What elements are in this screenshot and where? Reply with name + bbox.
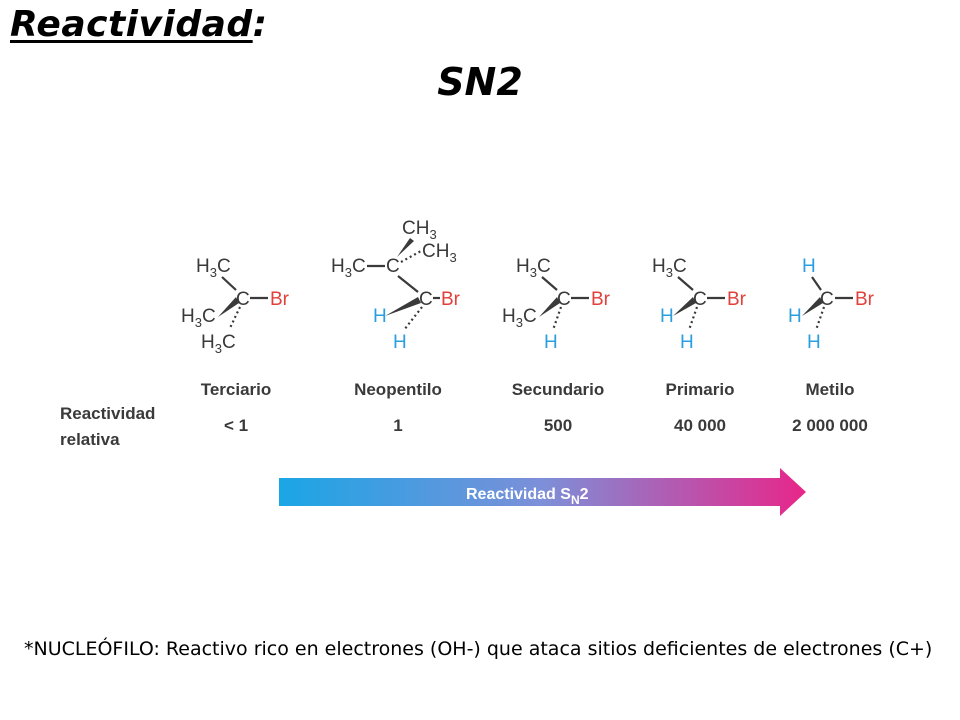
atom-h3c-left: H3C [502,306,537,330]
atom-h-left: H [788,306,802,327]
neopentyl-structure: CH3 CH3 H3C C C Br H H [331,218,461,353]
title-colon: : [252,4,268,45]
slide-subtitle: SN2 [437,60,523,104]
primary-structure: H3C C Br H H [652,256,747,353]
value-secundario: 500 [544,416,572,435]
atom-h3c-top: H3C [652,256,687,280]
substrate-labels: Terciario Neopentilo Secundario Primario… [201,380,868,435]
name-metilo: Metilo [805,380,854,399]
atom-br: Br [855,289,875,310]
arrow-label: Reactividad SN2 [466,486,589,507]
title-text: Reactividad [10,4,253,45]
atom-h-bottom: H [393,332,407,353]
atom-h3c-top: H3C [196,256,231,280]
relative-label-line1: Reactividad [60,404,155,423]
nucleophile-footnote: *NUCLEÓFILO: Reactivo rico en electrones… [24,638,933,660]
value-primario: 40 000 [674,416,726,435]
name-terciario: Terciario [201,380,272,399]
atom-br: Br [270,289,290,310]
value-neopentilo: 1 [393,416,402,435]
atom-ch3-top: CH3 [402,218,437,242]
atom-h3c-left: H3C [331,256,366,280]
atom-central-c: C [557,289,571,310]
methyl-structure: H C Br H H [788,256,875,353]
atom-h-bottom: H [807,332,821,353]
atom-h-left: H [660,306,674,327]
reactivity-arrow [279,468,806,516]
atom-central-c: C [693,289,707,310]
secondary-structure: H3C H3C C Br H [502,256,611,353]
atom-ch2-c: C [419,289,433,310]
tertiary-structure: H3C H3C H3C C Br [181,256,290,356]
name-secundario: Secundario [512,380,605,399]
relative-label-line2: relativa [60,430,120,449]
atom-ch3-right: CH3 [422,241,457,265]
atom-central-c: C [236,289,250,310]
slide-title: Reactividad: [10,4,268,45]
atom-h-top: H [802,256,816,277]
name-primario: Primario [666,380,735,399]
atom-central-c: C [820,289,834,310]
atom-h3c-top: H3C [516,256,551,280]
atom-h-left: H [373,306,387,327]
atom-br: Br [591,289,611,310]
atom-h3c-left: H3C [181,306,216,330]
atom-h3c-bottom: H3C [201,332,236,356]
name-neopentilo: Neopentilo [354,380,442,399]
atom-br: Br [441,289,461,310]
value-metilo: 2 000 000 [792,416,868,435]
atom-h-bottom: H [544,332,558,353]
atom-h-bottom: H [680,332,694,353]
atom-quaternary-c: C [386,256,400,277]
value-terciario: < 1 [224,416,248,435]
atom-br: Br [727,289,747,310]
